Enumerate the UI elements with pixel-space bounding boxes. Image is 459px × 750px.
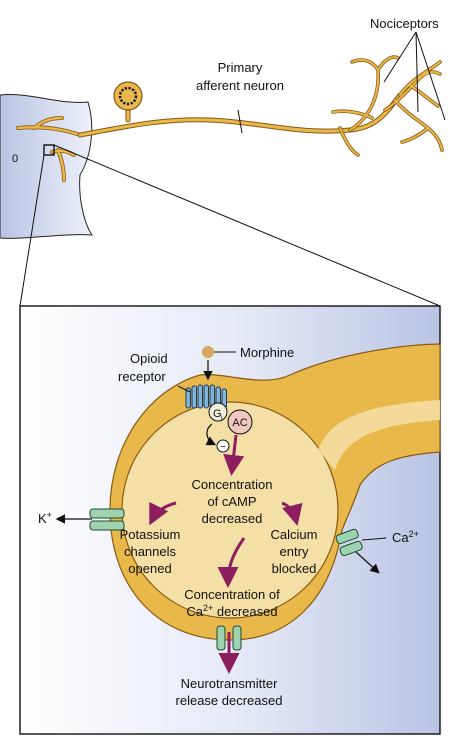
spinal-mark: 0: [12, 153, 18, 165]
ac-label: AC: [232, 417, 247, 429]
calcium-channel: [335, 528, 363, 557]
k-ion-label: K+: [38, 510, 52, 526]
potassium-channel: [89, 508, 125, 531]
gi-label: G: [213, 408, 222, 420]
primary-afferent-neuron: [16, 55, 444, 182]
axon-terminal: [109, 343, 441, 641]
arrow-ac-to-camp: [223, 434, 245, 476]
gi-protein: [208, 402, 228, 422]
potassium-label-line1: Potassium: [120, 527, 181, 542]
opioid-receptor: [185, 384, 227, 409]
neurotransmitter-label-line2: release decreased: [176, 693, 283, 708]
opioid-receptor-label-line1: Opioid: [130, 351, 168, 366]
primary-neuron-label-line1: Primary: [218, 60, 263, 75]
calcium-label-line2: entry: [280, 544, 309, 559]
morphine-molecule: [202, 346, 214, 358]
adenylyl-cyclase: [227, 409, 253, 435]
inhibition-arrow: [205, 423, 217, 446]
spinal-cord-section: 0: [0, 94, 94, 239]
zoom-lines: [19, 144, 441, 307]
signal-arrows: [149, 434, 303, 674]
nociceptors-label: Nociceptors: [370, 16, 439, 31]
potassium-label-line3: opened: [128, 561, 171, 576]
morphine-label: Morphine: [240, 345, 294, 360]
gi-subscript: i: [221, 415, 223, 422]
zoom-box: [43, 144, 55, 156]
vesicle-release-channel: [216, 625, 242, 651]
neuron-leader-line: [237, 109, 243, 134]
receptor-leader: [177, 385, 191, 393]
ca-concentration-label-line1: Concentration of: [184, 587, 280, 602]
ca-concentration-ca: Ca: [186, 604, 203, 619]
opioid-receptor-label-line2: receptor: [118, 369, 166, 384]
camp-label-line2: of cAMP: [207, 494, 256, 509]
neuron-cell-body: [113, 81, 143, 111]
arrow-calcium-to-concentration: [217, 537, 246, 588]
calcium-arrow: [355, 551, 380, 574]
ca-concentration-sup: 2+: [203, 603, 213, 613]
calcium-label-line1: Calcium: [271, 527, 318, 542]
neurotransmitter-label-line1: Neurotransmitter: [181, 676, 278, 691]
camp-label-line3: decreased: [202, 511, 263, 526]
potassium-label-line2: channels: [124, 544, 177, 559]
calcium-leader: [361, 537, 387, 541]
primary-neuron-label-line2: afferent neuron: [196, 78, 284, 93]
arrow-camp-to-calcium: [281, 501, 303, 526]
ca-ion-label: Ca2+: [392, 529, 419, 545]
ca-concentration-label-line2: Ca2+ decreased: [186, 603, 277, 619]
inhibition-symbol: [216, 439, 230, 453]
arrow-camp-to-potassium: [149, 501, 177, 526]
camp-label-line1: Concentration: [192, 477, 273, 492]
ca-concentration-rest: decreased: [213, 604, 277, 619]
calcium-label-line3: blocked: [272, 561, 317, 576]
nociceptor-leader-lines: [383, 31, 446, 121]
minus-label: −: [220, 442, 226, 453]
